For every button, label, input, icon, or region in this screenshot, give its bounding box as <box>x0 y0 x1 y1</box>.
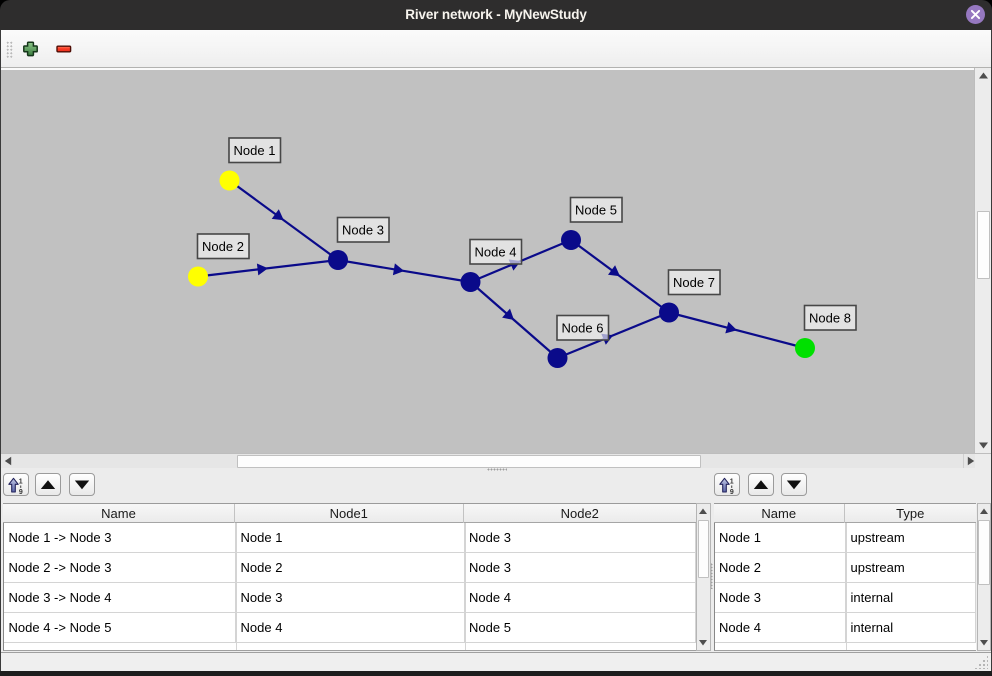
svg-text:Node 6: Node 6 <box>562 321 604 336</box>
svg-text:Node 5: Node 5 <box>575 203 617 218</box>
svg-text:Node 3: Node 3 <box>342 223 384 238</box>
svg-text:Node 7: Node 7 <box>673 275 715 290</box>
svg-text:Node 1: Node 1 <box>234 143 276 158</box>
svg-text:Node 4: Node 4 <box>475 245 517 260</box>
svg-text:9: 9 <box>729 489 733 495</box>
svg-text:1: 1 <box>19 478 23 485</box>
svg-text:Node 2: Node 2 <box>202 239 244 254</box>
svg-text:Node 8: Node 8 <box>809 311 851 326</box>
svg-text:1: 1 <box>729 478 733 485</box>
svg-text:9: 9 <box>19 489 23 495</box>
